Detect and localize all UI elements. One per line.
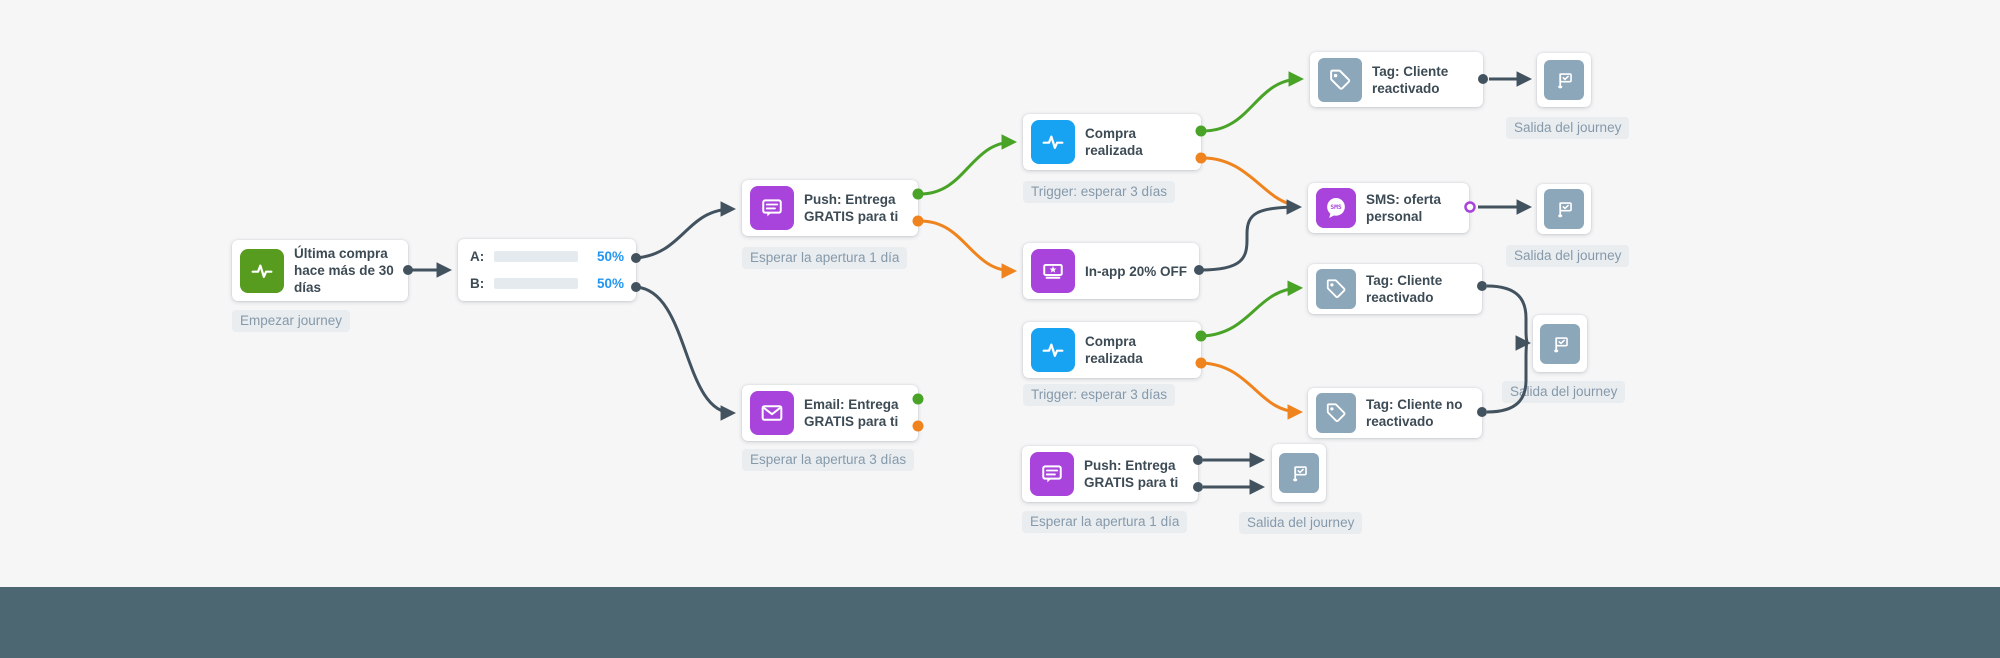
- node-badge-start: Empezar journey: [232, 310, 351, 332]
- push-notification-icon: [1030, 452, 1074, 496]
- node-badge-purchase-a: Trigger: esperar 3 días: [1023, 181, 1176, 203]
- ab-variant-b: B: 50%: [470, 274, 624, 294]
- node-title: SMS: oferta personal: [1366, 192, 1442, 224]
- wire-push-notopened-to-inapp: [919, 219, 1018, 279]
- wire-purchaseb-yes-to-tag: [1202, 280, 1304, 338]
- node-badge-exit-sms: Salida del journey: [1506, 245, 1630, 267]
- node-exit-a[interactable]: [1537, 53, 1591, 107]
- node-purchase-a[interactable]: Compra realizada: [1023, 114, 1201, 170]
- node-exit-b[interactable]: [1533, 315, 1587, 372]
- ticket-icon: [1031, 249, 1075, 293]
- ab-label-a: A:: [470, 249, 485, 265]
- pulse-icon: [240, 248, 284, 293]
- footer-bar: [0, 587, 2000, 658]
- pulse-icon: [1031, 328, 1075, 372]
- ab-bar-b: [494, 277, 578, 289]
- wire-purchase-no-to-sms: [1202, 156, 1291, 206]
- sms-icon: SMS: [1316, 188, 1356, 228]
- flag-icon: [1544, 60, 1584, 100]
- node-badge-exit-a: Salida del journey: [1506, 117, 1630, 139]
- ab-bar-a: [494, 251, 578, 263]
- ab-variant-a: A: 50%: [470, 247, 624, 267]
- node-push-a[interactable]: Push: Entrega GRATIS para ti: [742, 180, 918, 236]
- node-inapp-offer[interactable]: In-app 20% OFF: [1023, 243, 1199, 299]
- node-title: Email: Entrega GRATIS para ti: [804, 397, 899, 429]
- node-badge-exit-b: Salida del journey: [1502, 381, 1626, 403]
- node-badge-purchase-b: Trigger: esperar 3 días: [1023, 384, 1176, 406]
- pulse-icon: [1031, 120, 1075, 164]
- node-start-trigger[interactable]: Última compra hace más de 30 días: [232, 240, 408, 301]
- node-title: Tag: Cliente reactivado: [1372, 63, 1449, 96]
- node-purchase-b[interactable]: Compra realizada: [1023, 322, 1201, 378]
- node-title: Tag: Cliente no reactivado: [1366, 397, 1463, 429]
- wire-ab-a-to-push: [635, 201, 737, 260]
- node-title: Compra realizada: [1085, 334, 1143, 366]
- node-title: In-app 20% OFF: [1085, 263, 1188, 279]
- email-icon: [750, 391, 794, 435]
- push-notification-icon: [750, 186, 794, 230]
- node-badge-push-a: Esperar la apertura 1 día: [742, 247, 908, 269]
- wire-inapp-to-sms: [1200, 199, 1303, 272]
- node-title: Compra realizada: [1085, 126, 1143, 158]
- node-title: Última compra hace más de 30 días: [294, 246, 394, 295]
- tag-icon: [1318, 57, 1362, 102]
- node-push-b[interactable]: Push: Entrega GRATIS para ti: [1022, 446, 1198, 502]
- wire-purchaseb-no-to-tag: [1202, 361, 1304, 420]
- wire-ab-b-to-email: [635, 285, 737, 421]
- svg-text:SMS: SMS: [1330, 204, 1342, 211]
- wire-tagb-to-exit: [1486, 284, 1532, 351]
- node-tag-no-reactivado[interactable]: Tag: Cliente no reactivado: [1308, 388, 1482, 438]
- ab-percent-a: 50%: [596, 249, 624, 265]
- node-badge-exit-push-b: Salida del journey: [1239, 512, 1363, 534]
- node-tag-reactivado-a[interactable]: Tag: Cliente reactivado: [1310, 52, 1483, 107]
- ab-label-b: B:: [470, 275, 485, 291]
- wire-purchase-yes-to-tag: [1202, 71, 1305, 133]
- flag-icon: [1544, 189, 1584, 229]
- node-email-b[interactable]: Email: Entrega GRATIS para ti: [742, 385, 918, 441]
- node-title: Tag: Cliente reactivado: [1366, 273, 1443, 305]
- tag-icon: [1316, 393, 1356, 433]
- node-ab-split[interactable]: A: 50% B: 50%: [458, 239, 636, 301]
- node-badge-push-b: Esperar la apertura 1 día: [1022, 511, 1188, 533]
- ab-percent-b: 50%: [596, 275, 624, 291]
- flag-icon: [1540, 323, 1580, 364]
- node-exit-push-b[interactable]: [1272, 444, 1326, 502]
- node-title: Push: Entrega GRATIS para ti: [804, 192, 899, 224]
- node-tag-reactivado-b[interactable]: Tag: Cliente reactivado: [1308, 264, 1482, 314]
- tag-icon: [1316, 269, 1356, 309]
- wire-push-opened-to-purchase: [919, 134, 1018, 196]
- node-exit-sms[interactable]: [1537, 184, 1591, 234]
- flag-icon: [1279, 453, 1319, 493]
- node-sms-offer[interactable]: SMS SMS: oferta personal: [1308, 183, 1469, 233]
- node-title: Push: Entrega GRATIS para ti: [1084, 458, 1179, 490]
- node-badge-email-b: Esperar la apertura 3 días: [742, 449, 915, 471]
